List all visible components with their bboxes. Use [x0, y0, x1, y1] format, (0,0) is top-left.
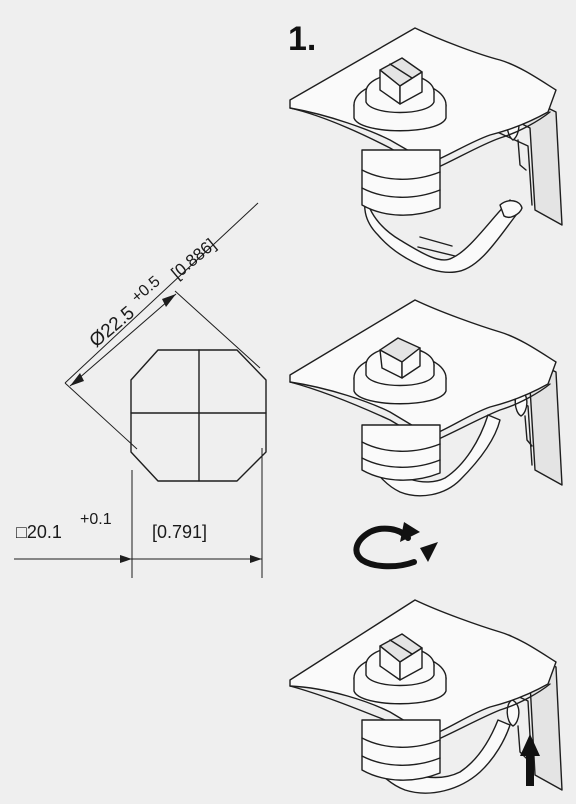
square-nominal: □20.1 [16, 522, 62, 542]
diagonal-extension-left [64, 202, 259, 384]
diagonal-inch: [0.886] [168, 235, 220, 283]
rotate-arrow-icon [353, 522, 438, 570]
square-dimension: □20.1 +0.1 [0.791] [14, 448, 263, 578]
diagonal-witness-right [174, 290, 261, 369]
figure-latch-closed [289, 599, 563, 794]
diagonal-arrowhead-right [162, 294, 176, 307]
square-arrowhead-left [120, 555, 132, 563]
figure-latch-open [289, 27, 563, 273]
diagonal-arrowhead-left [70, 373, 84, 386]
push-up-arrow-icon [520, 734, 540, 786]
hook-tip [499, 200, 523, 218]
square-inch: [0.791] [152, 522, 207, 542]
cutout-profile [130, 349, 267, 482]
diagonal-witness-left [64, 382, 138, 450]
step-number: 1. [288, 20, 316, 58]
square-tolerance: +0.1 [80, 511, 112, 528]
latch-body [361, 719, 441, 781]
latch-body [361, 149, 441, 216]
diagonal-dimension-line [69, 293, 177, 387]
figure-latch-rotating [289, 299, 563, 570]
diagonal-nominal: Ø22.5 [86, 302, 139, 351]
diagonal-tolerance: +0.5 [128, 273, 163, 306]
latch-body [361, 424, 441, 481]
diagonal-dimension: Ø22.5 +0.5 [0.886] [64, 202, 261, 450]
square-arrowhead-right [250, 555, 262, 563]
cutout-outline [130, 349, 267, 482]
